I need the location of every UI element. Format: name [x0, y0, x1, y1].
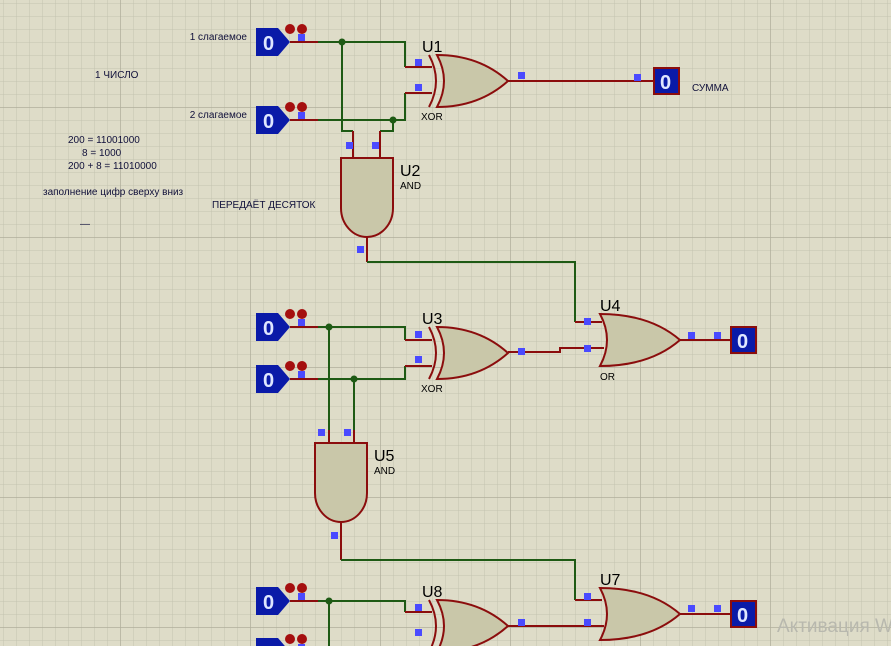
- label-addend-2: 2 слагаемое: [190, 110, 248, 121]
- logic-output-2: 0: [730, 326, 757, 354]
- gate-u1-xor[interactable]: U1 XOR: [415, 39, 525, 123]
- svg-text:AND: AND: [374, 466, 395, 477]
- svg-text:XOR: XOR: [421, 112, 443, 123]
- logic-input-3[interactable]: 0: [256, 309, 307, 341]
- note-eq2: 8 = 1000: [82, 148, 122, 159]
- logic-input-4[interactable]: 0: [256, 361, 307, 393]
- logic-input-6[interactable]: 0: [256, 634, 307, 646]
- note-fill-order: заполнение цифр сверху вниз: [43, 186, 184, 198]
- svg-text:U7: U7: [600, 572, 621, 589]
- svg-text:OR: OR: [600, 372, 615, 383]
- note-eq1: 200 = 11001000: [68, 135, 140, 146]
- gate-u5-and[interactable]: U5 AND: [314, 429, 395, 539]
- svg-text:U8: U8: [422, 584, 443, 601]
- wires-section-2: [290, 323, 730, 601]
- note-dash: —: [80, 219, 90, 230]
- svg-text:0: 0: [263, 370, 274, 392]
- svg-text:U1: U1: [422, 39, 443, 56]
- gate-u7-or[interactable]: U7: [584, 572, 721, 642]
- logic-input-5[interactable]: 0: [256, 583, 307, 615]
- svg-text:0: 0: [263, 318, 274, 340]
- svg-text:U4: U4: [600, 298, 621, 315]
- svg-text:AND: AND: [400, 181, 421, 192]
- logic-input-1[interactable]: 0: [256, 24, 307, 56]
- gate-u3-xor[interactable]: U3 XOR: [415, 311, 525, 395]
- logic-input-2[interactable]: 0: [256, 102, 307, 134]
- gate-u8-xor[interactable]: U8: [415, 584, 525, 646]
- gate-u2-and[interactable]: U2 AND: [340, 142, 421, 253]
- label-carry: ПЕРЕДАЁТ ДЕСЯТОК: [212, 199, 316, 211]
- svg-text:U3: U3: [422, 311, 443, 328]
- svg-text:U2: U2: [400, 163, 421, 180]
- logic-output-3: 0: [730, 600, 757, 628]
- svg-text:0: 0: [263, 643, 274, 646]
- activation-watermark: Активация W: [777, 616, 891, 637]
- svg-text:0: 0: [737, 605, 748, 627]
- svg-text:U5: U5: [374, 448, 395, 465]
- svg-text:0: 0: [263, 592, 274, 614]
- note-eq3: 200 + 8 = 11010000: [68, 161, 157, 172]
- svg-text:XOR: XOR: [421, 384, 443, 395]
- svg-text:0: 0: [263, 33, 274, 55]
- label-sum: СУММА: [692, 83, 729, 94]
- logic-output-sum: 0: [653, 67, 680, 95]
- svg-text:0: 0: [263, 111, 274, 133]
- svg-text:0: 0: [660, 72, 671, 94]
- gate-u4-or[interactable]: U4 OR: [584, 298, 721, 383]
- label-number: 1 ЧИСЛО: [95, 70, 139, 81]
- svg-text:0: 0: [737, 331, 748, 353]
- label-addend-1: 1 слагаемое: [190, 32, 248, 43]
